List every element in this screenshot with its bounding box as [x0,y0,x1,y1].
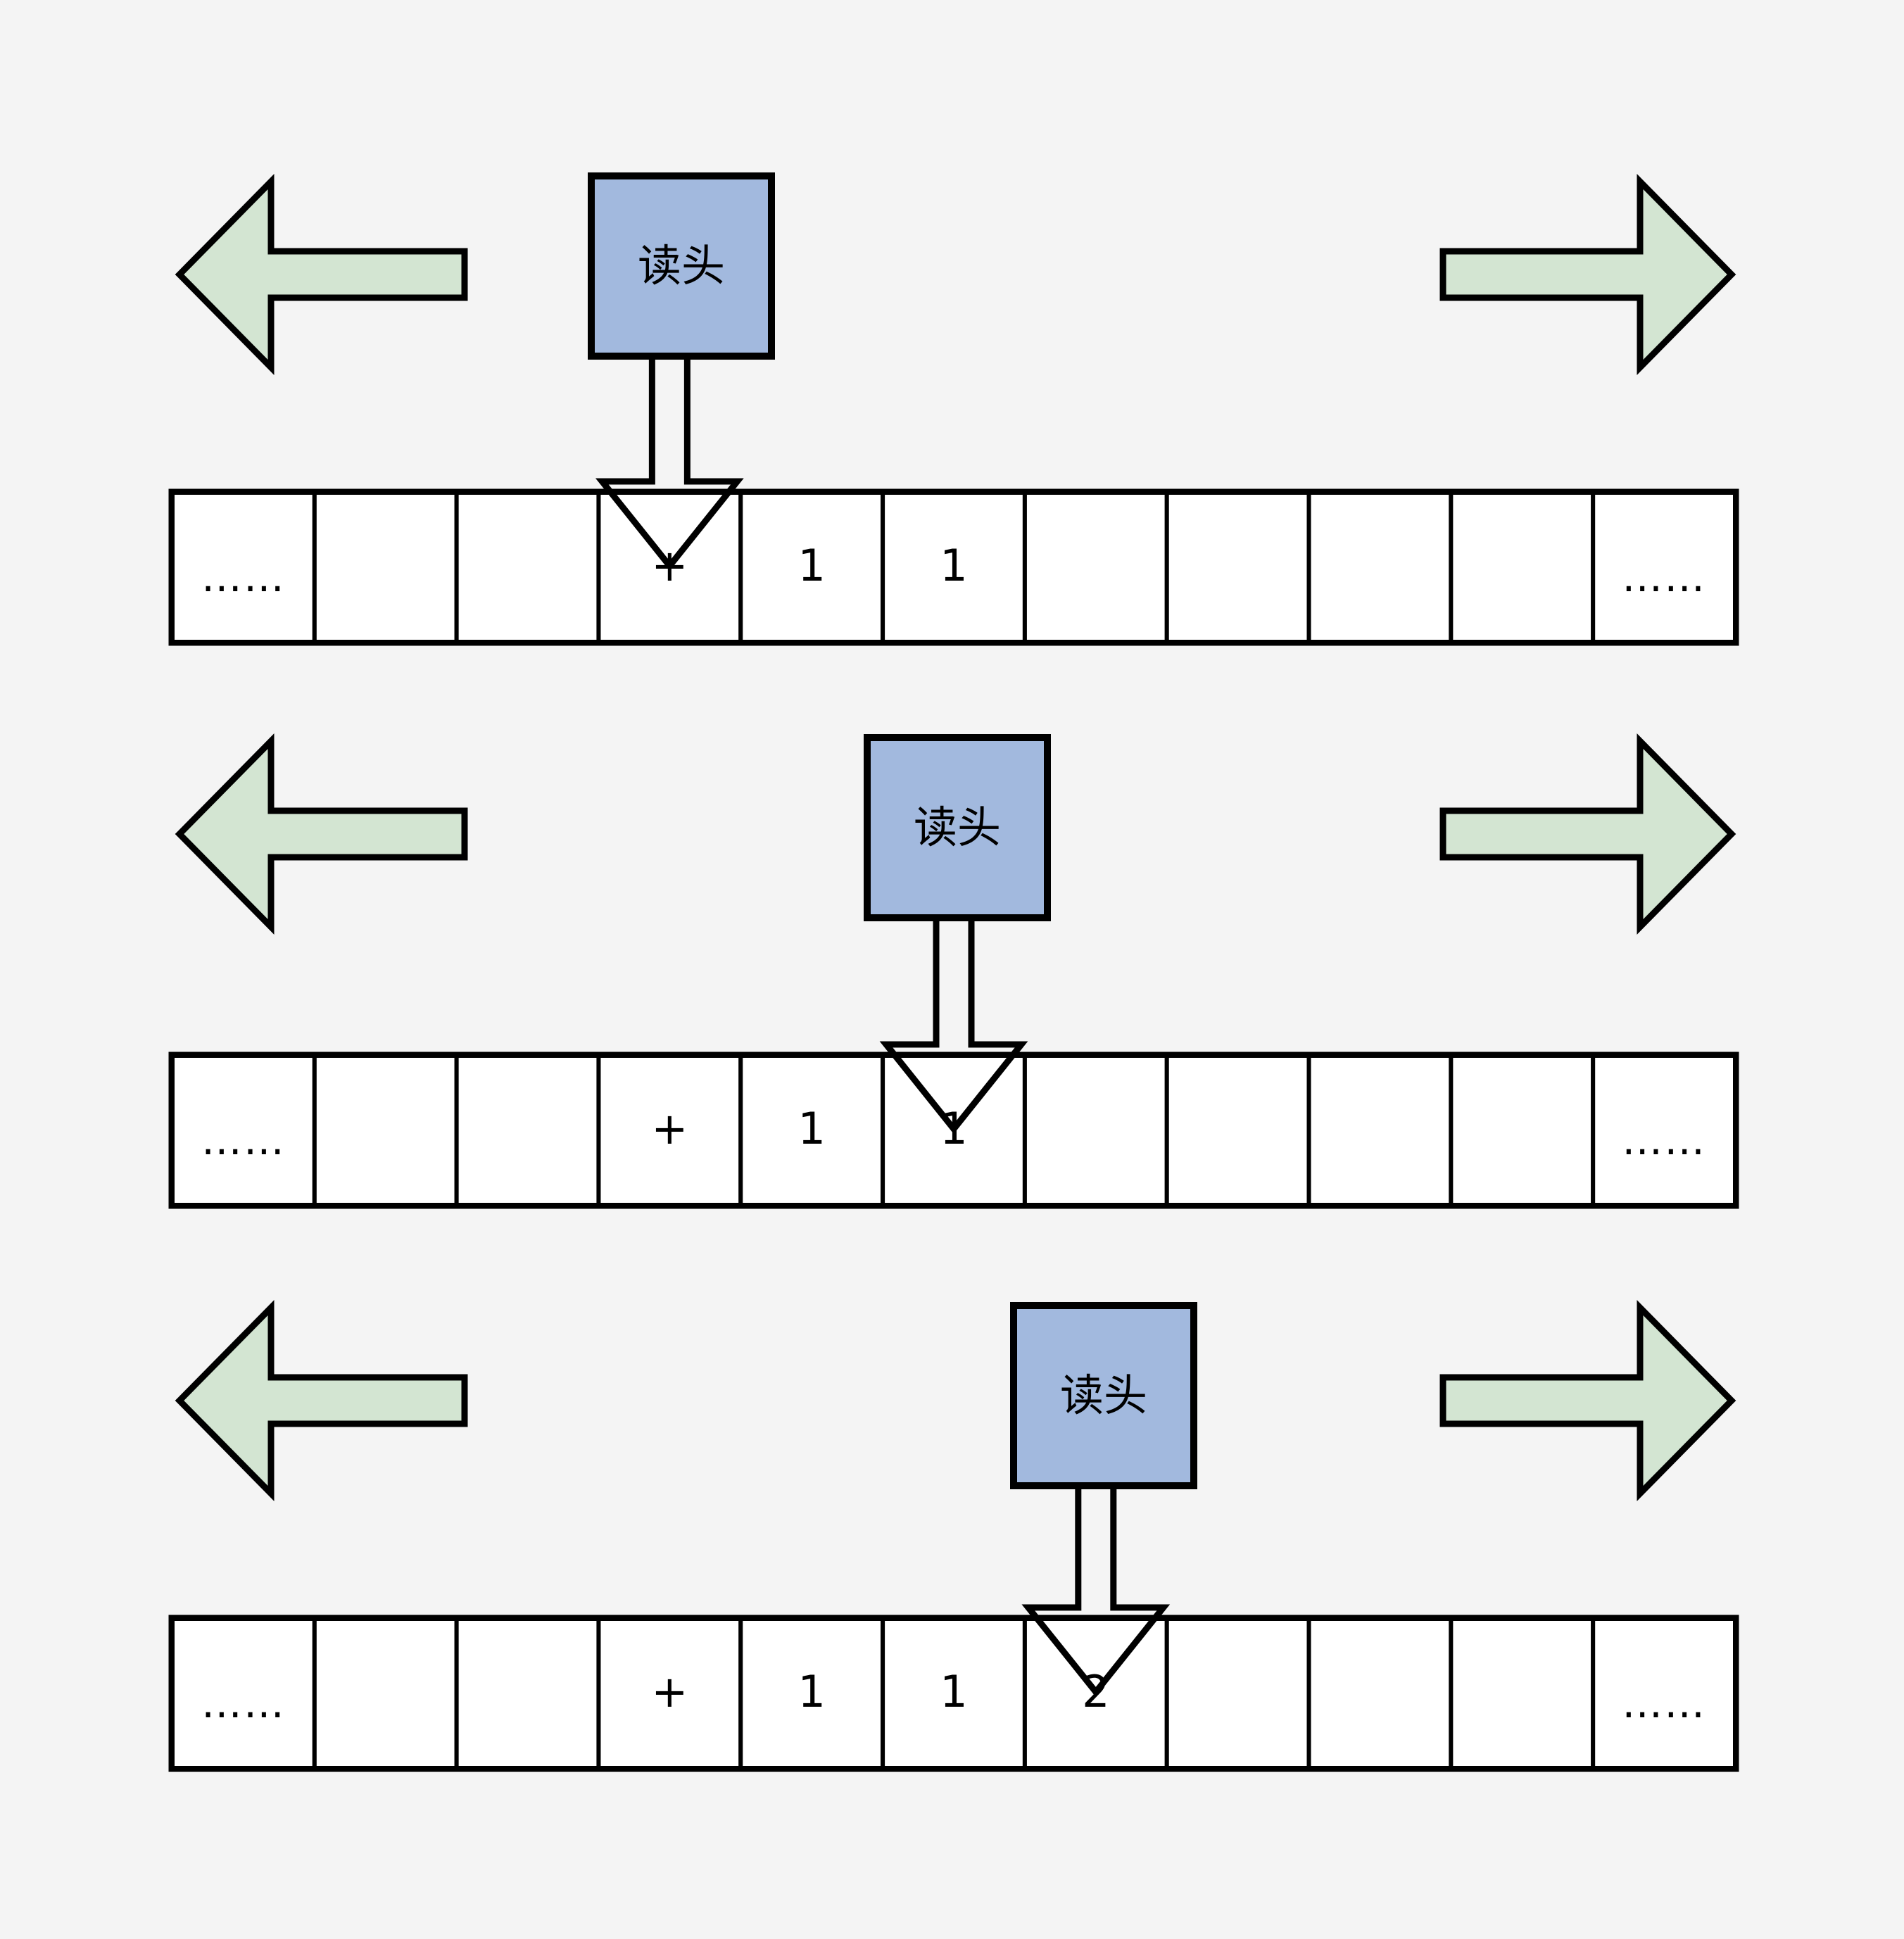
tape-cell[interactable] [1449,1617,1596,1770]
tape-cell-ellipsis: …… [1622,1116,1706,1164]
head-pointer-arrow [1021,1482,1171,1698]
read-head-box[interactable] [588,172,775,360]
tape-cell[interactable] [312,491,459,644]
move-right-arrow[interactable] [1439,174,1736,375]
read-head-label: 读头 [638,240,725,291]
tape-cell[interactable] [1306,1054,1454,1207]
tape-cell[interactable] [170,491,317,644]
tape-cell[interactable] [1591,1054,1738,1207]
move-right-arrow[interactable] [1439,1300,1736,1501]
tape-cell-ellipsis: …… [201,1116,286,1164]
tape-cell[interactable] [1164,1617,1311,1770]
tape-cell[interactable] [1449,1054,1596,1207]
tape-cell[interactable] [881,491,1027,644]
tape-cell[interactable] [170,1617,317,1770]
tape-cell-symbol: + [651,540,688,591]
tape-cell[interactable] [596,1617,743,1770]
tape-cell-ellipsis: …… [1622,1679,1706,1727]
tape-cell[interactable] [1022,1054,1169,1207]
tape-cell-symbol: 2 [1082,1666,1109,1717]
tape-cell-symbol: 1 [940,540,967,591]
tape-cell[interactable] [1022,491,1169,644]
read-head-box[interactable] [864,734,1051,921]
tape-cell-symbol: + [651,1666,688,1717]
move-right-arrow[interactable] [1439,733,1736,935]
tape-cell[interactable] [738,1054,885,1207]
move-left-arrow[interactable] [175,1300,468,1501]
tape-cell[interactable] [1449,491,1596,644]
tape-cell-ellipsis: …… [1622,553,1706,601]
tape-cell[interactable] [1164,1054,1311,1207]
tape-cell[interactable] [312,1054,459,1207]
tape-cell-symbol: 1 [940,1666,967,1717]
head-pointer-arrow [595,353,744,571]
tape-cell[interactable] [596,1054,743,1207]
tape-cell-symbol: 1 [797,540,825,591]
tape-cell[interactable] [1164,491,1311,644]
tape-cell-ellipsis: …… [201,553,286,601]
tape-cell[interactable] [1591,1617,1738,1770]
read-head-box[interactable] [1010,1302,1197,1489]
move-left-arrow[interactable] [175,733,468,935]
tape-cell[interactable] [1306,1617,1454,1770]
tape-cell[interactable] [454,1617,601,1770]
tape-cell[interactable] [1591,491,1738,644]
move-left-arrow[interactable] [175,174,468,375]
tape-cell-symbol: + [651,1103,688,1154]
tape-cell-symbol: 1 [797,1103,825,1154]
tape-cell[interactable] [454,1054,601,1207]
head-pointer-arrow [879,914,1028,1135]
tape-cell[interactable] [312,1617,459,1770]
tape-cell-symbol: 1 [940,1103,967,1154]
tape-cell-symbol: 1 [797,1666,825,1717]
tape-cell[interactable] [454,491,601,644]
read-head-label: 读头 [914,802,1001,853]
read-head-label: 读头 [1060,1370,1147,1421]
tape-cell[interactable] [170,1054,317,1207]
tape-cell-ellipsis: …… [201,1679,286,1727]
tape-cell[interactable] [1306,491,1454,644]
